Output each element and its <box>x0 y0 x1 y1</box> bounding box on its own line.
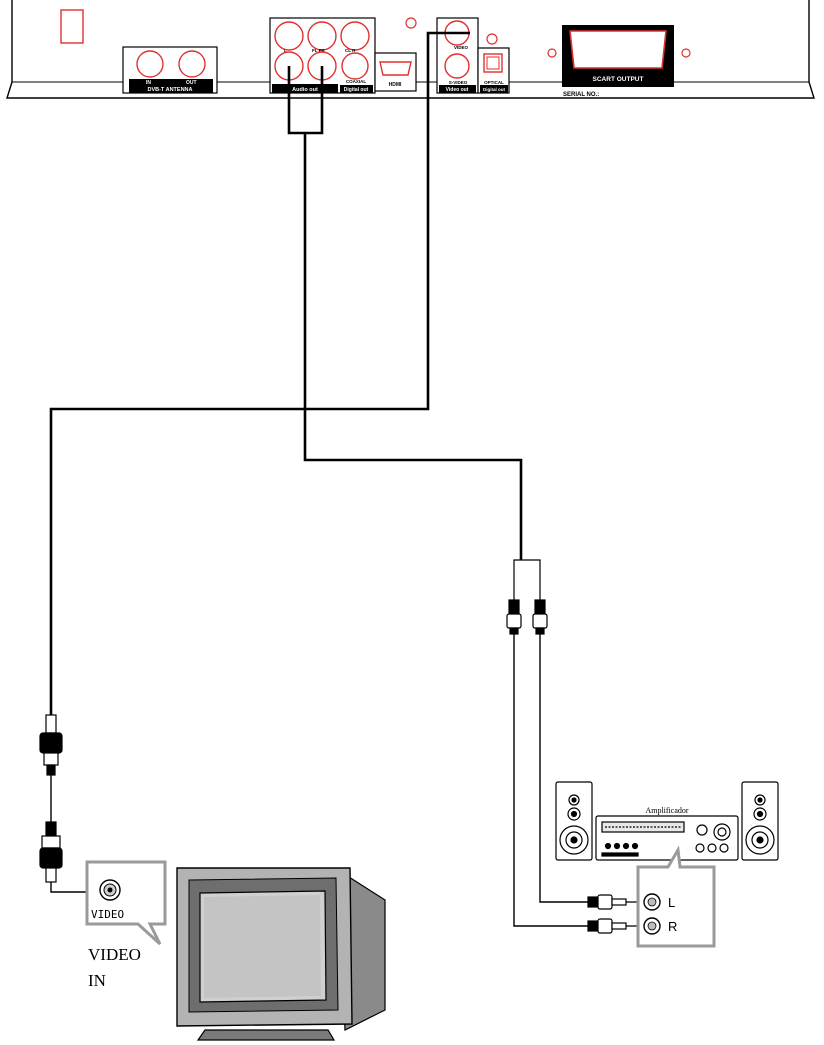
rca-plug-right-icon <box>532 599 548 635</box>
optical-block: OPTICAL Digital out <box>477 33 510 94</box>
svideo-label: S-VIDEO <box>449 80 468 85</box>
scart-port-icon <box>569 30 667 69</box>
video-cable <box>49 31 470 715</box>
rca-plug-horizontal-icon <box>587 918 645 934</box>
coaxial-jack-icon <box>341 52 369 80</box>
tv-input-callout: VIDEO <box>85 860 167 946</box>
rca-plug-left-icon <box>506 599 522 635</box>
antenna-block: IN OUT DVB-T ANTENNA <box>122 46 218 94</box>
audio-jack-icon <box>307 21 337 51</box>
audio-jack-icon <box>340 21 370 51</box>
audio-cable <box>303 133 523 560</box>
coaxial-label: COAXIAL <box>346 79 367 84</box>
antenna-title: DVB-T ANTENNA <box>147 87 192 93</box>
optical-label: OPTICAL <box>484 80 504 85</box>
rear-panel: IN OUT DVB-T ANTENNA L FL FR CL R Audio … <box>6 0 815 99</box>
screw-icon <box>681 48 691 58</box>
amp-input-right-label: R <box>668 919 677 934</box>
television-icon <box>176 867 386 1041</box>
svideo-jack-icon <box>444 53 470 79</box>
antenna-in-jack-icon <box>136 50 164 78</box>
audio-jack-label: CL R <box>345 48 356 53</box>
antenna-out-jack-icon <box>178 50 206 78</box>
cables <box>49 31 523 715</box>
rca-wires <box>513 634 590 927</box>
video-plug-upper-icon <box>39 714 63 776</box>
optical-port-icon <box>483 53 503 73</box>
video-out-title: Video out <box>446 87 469 93</box>
audio-out-title: Audio out <box>292 87 318 93</box>
power-socket-icon <box>60 9 84 44</box>
amp-input-left-label: L <box>668 895 675 910</box>
hdmi-port-icon <box>379 61 412 76</box>
screw-icon <box>486 33 498 45</box>
hdmi-label: HDMI <box>389 82 402 88</box>
tv-caption-line1: VIDEO <box>88 945 141 964</box>
optical-title: Digital out <box>483 87 505 92</box>
scart-label: SCART OUTPUT <box>593 76 644 83</box>
tv-caption-line2: IN <box>88 971 106 990</box>
speaker-right-icon <box>741 781 779 861</box>
tv-input-label: VIDEO <box>91 908 124 921</box>
screw-icon <box>547 48 557 58</box>
audio-jack-label: FL FR <box>312 48 325 53</box>
scart-block: SCART OUTPUT SERIAL NO.: <box>547 25 691 98</box>
screw-icon <box>405 17 417 29</box>
audio-jack-label: L <box>284 48 287 53</box>
amplifier-icon <box>595 815 739 861</box>
serial-number-label: SERIAL NO.: <box>563 92 599 98</box>
rca-splitter <box>513 559 541 605</box>
antenna-out-label: OUT <box>186 80 197 86</box>
video-out-block: VIDEO S-VIDEO Video out <box>436 17 479 94</box>
coaxial-title: Digital out <box>344 87 369 93</box>
video-jack-label: VIDEO <box>454 45 469 50</box>
hdmi-block: HDMI <box>374 52 417 92</box>
rca-plug-horizontal-icon <box>587 894 645 910</box>
amplifier-title: Amplificador <box>645 806 688 815</box>
amplifier-input-callout: L R <box>636 845 716 948</box>
audio-jack-icon <box>274 21 304 51</box>
video-plug-lower-icon <box>39 821 63 883</box>
antenna-in-label: IN <box>146 80 151 86</box>
speaker-left-icon <box>555 781 593 861</box>
